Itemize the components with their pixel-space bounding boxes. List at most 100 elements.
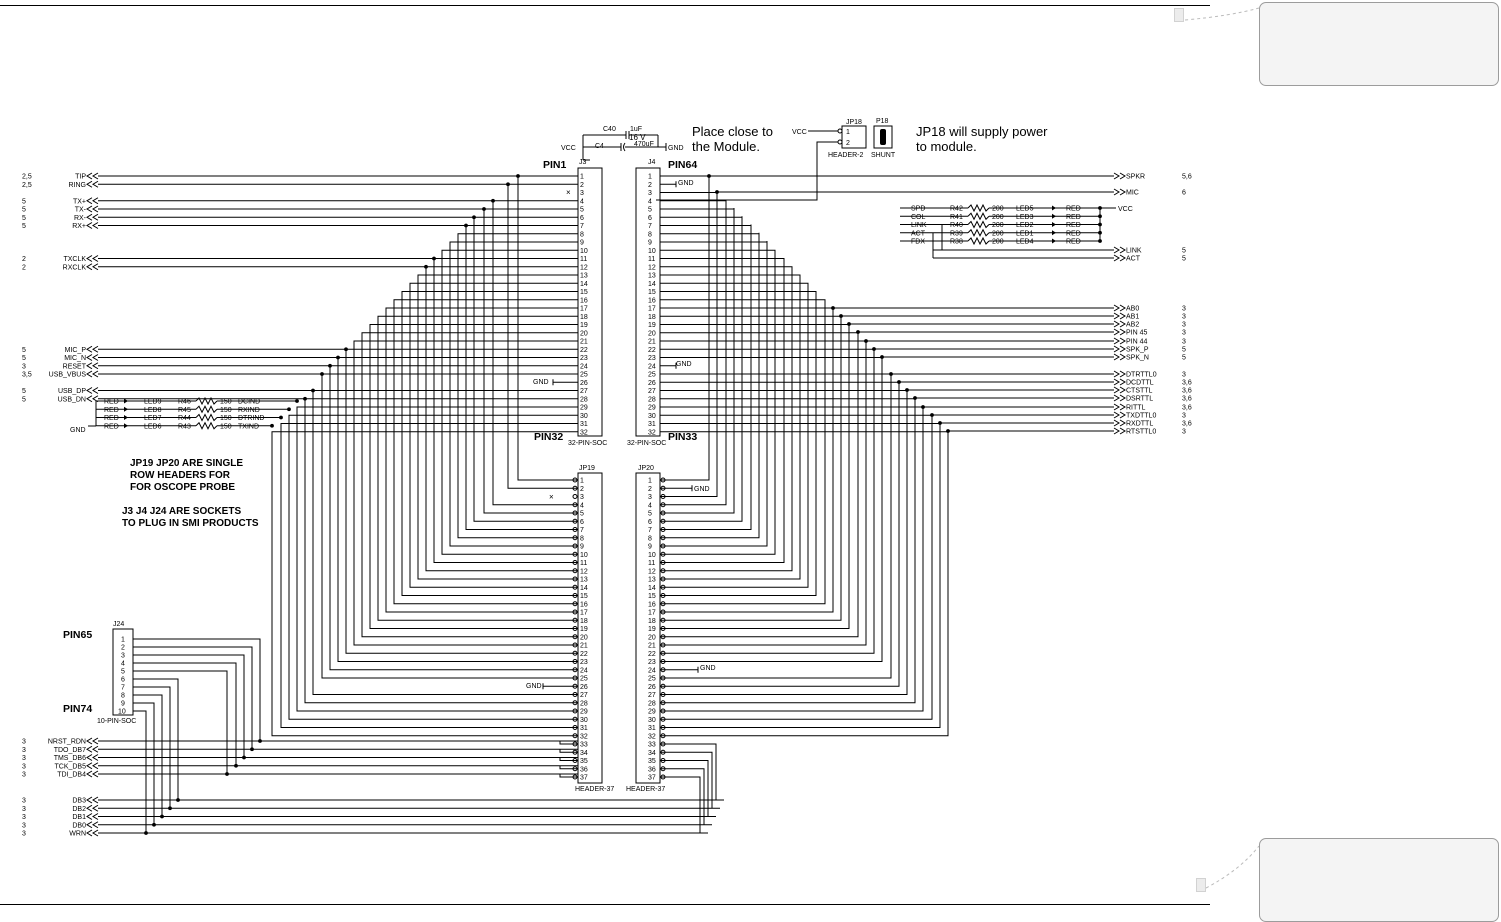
j3-to-jp19-wire	[473, 216, 578, 522]
note1-line1: JP19 JP20 ARE SINGLE	[130, 458, 243, 469]
jp19-ref: JP19	[579, 465, 595, 472]
j4-to-jp20-wire	[660, 241, 768, 547]
j3-pin-number: 9	[580, 240, 584, 247]
j4-to-jp20-wire	[660, 373, 892, 679]
jp19-pin-number: 12	[580, 568, 588, 575]
j4-pin-number: 26	[648, 380, 656, 387]
net-port-icon	[86, 754, 99, 761]
junction-dot	[176, 798, 180, 802]
right-led-net: COL	[911, 214, 926, 221]
net-port-icon	[86, 804, 99, 812]
right-net-name: AB0	[1126, 306, 1139, 313]
net-port-icon	[1113, 328, 1126, 336]
p18-ref: P18	[876, 118, 889, 125]
jp20-pin-number: 7	[648, 527, 652, 534]
j3-to-jp19-wire	[425, 266, 578, 572]
j4-to-jp20-wire	[660, 274, 801, 580]
left-net-sheet-ref: 2,5	[22, 174, 32, 181]
j3-to-jp19-wire	[401, 291, 578, 596]
j24-wire	[133, 678, 179, 800]
j24-wire	[133, 702, 155, 825]
right-resistor-ref: R39	[950, 230, 963, 237]
jp20-pin-number: 13	[648, 577, 656, 584]
gnd-label-leds: GND	[70, 427, 86, 434]
j4-pin-number: 32	[648, 429, 656, 436]
jp20-pin-number: 20	[648, 634, 656, 641]
j24-wire	[133, 694, 163, 817]
junction-dot	[270, 423, 274, 428]
j4-pin-number: 21	[648, 339, 656, 346]
j24-pin-number: 3	[121, 653, 125, 660]
right-led-ref: LED2	[1016, 222, 1034, 229]
jp20-pin-number: 35	[648, 758, 656, 765]
net-port-icon	[1113, 172, 1126, 180]
jp20-pin-number: 28	[648, 700, 656, 707]
j4-to-jp20-wire	[660, 233, 760, 539]
comment-box-top[interactable]	[1259, 2, 1499, 86]
left-net-sheet-ref: 5	[22, 355, 26, 362]
left-led-net: DTRIND	[238, 415, 264, 422]
comment-marker-bottom[interactable]	[1196, 878, 1206, 892]
left-net-sheet-ref: 5	[22, 215, 26, 222]
left-net-sheet-ref: 2,5	[22, 182, 32, 189]
j4-to-jp20-wire	[660, 299, 826, 605]
j4-to-jp20-wire	[660, 324, 850, 629]
jp19-pin-number: 18	[580, 618, 588, 625]
capacitor-c40-c4	[582, 131, 667, 161]
jp19-pin-number: 16	[580, 601, 588, 608]
resistor-icon	[967, 212, 990, 221]
right-net-sheet-ref: 3,6	[1182, 405, 1192, 412]
net-port-icon	[86, 370, 99, 378]
comment-marker-top[interactable]	[1174, 8, 1184, 22]
jp20-pin-number: 3	[648, 494, 652, 501]
bottom-net-sheet-ref: 3	[22, 772, 26, 779]
left-resistor-ref: R44	[178, 415, 191, 422]
bottom-net-name: DB2	[72, 806, 86, 813]
j4-pin-number: 31	[648, 421, 656, 428]
jp18-ref: JP18	[846, 119, 862, 126]
connector-j24-body	[112, 628, 134, 716]
right-led-net: ACT	[911, 230, 926, 237]
left-resistor-value: 150	[220, 415, 232, 422]
comment-box-bottom[interactable]	[1259, 838, 1499, 922]
junction-dot	[946, 429, 950, 433]
resistor-icon	[967, 220, 990, 229]
junction-dot	[303, 396, 307, 401]
left-resistor-value: 150	[220, 423, 232, 430]
net-label-group: TIP2,5RING2,5TX+5TX-5RX-5RX+5TXCLK2RXCLK…	[22, 174, 1192, 838]
j3-to-jp19-wire	[483, 208, 578, 514]
j3-pin-number: 27	[580, 388, 588, 395]
junction-dot	[831, 306, 835, 310]
j4-to-jp20-wire	[660, 225, 752, 530]
resistor-icon	[967, 228, 990, 237]
jp19-pin-number: 6	[580, 519, 584, 526]
c40-value: 1uF	[630, 126, 642, 133]
jp20-pin-number: 24	[648, 667, 656, 674]
right-net-name: AB1	[1126, 314, 1139, 321]
j3-part: 32-PIN-SOC	[568, 440, 607, 447]
jp18-pin1: 1	[846, 129, 850, 136]
note2-line2: TO PLUG IN SMI PRODUCTS	[122, 518, 259, 529]
j4-pin-number: 9	[648, 240, 652, 247]
junction-dot	[930, 413, 934, 417]
net-port-icon	[86, 263, 99, 271]
right-led-color: RED	[1066, 230, 1081, 237]
left-net-name: USB_DN	[58, 396, 86, 403]
j3-pin-number: 1	[580, 174, 584, 181]
jp20-pin-number: 11	[648, 560, 655, 567]
j3-to-jp19-wire	[449, 241, 578, 547]
j4-to-jp20-wire	[660, 175, 710, 481]
bottom-net-sheet-ref: 3	[22, 739, 26, 746]
j24-pin-number: 5	[121, 669, 125, 676]
junction-dot	[432, 256, 436, 261]
bottom-net-name: TMS_DB6	[54, 755, 86, 762]
junction-dot	[880, 355, 884, 359]
right-resistor-value: 200	[992, 222, 1004, 229]
jp19-pin-number: 33	[580, 742, 588, 749]
bottom-net-name: DB3	[72, 798, 86, 805]
j4-to-jp20-wire	[660, 390, 908, 695]
j24-pin-number: 9	[121, 701, 125, 708]
j4-to-jp20-wire	[660, 431, 949, 737]
junction-dot	[913, 396, 917, 400]
bottom-net-name: TCK_DB5	[54, 763, 86, 770]
